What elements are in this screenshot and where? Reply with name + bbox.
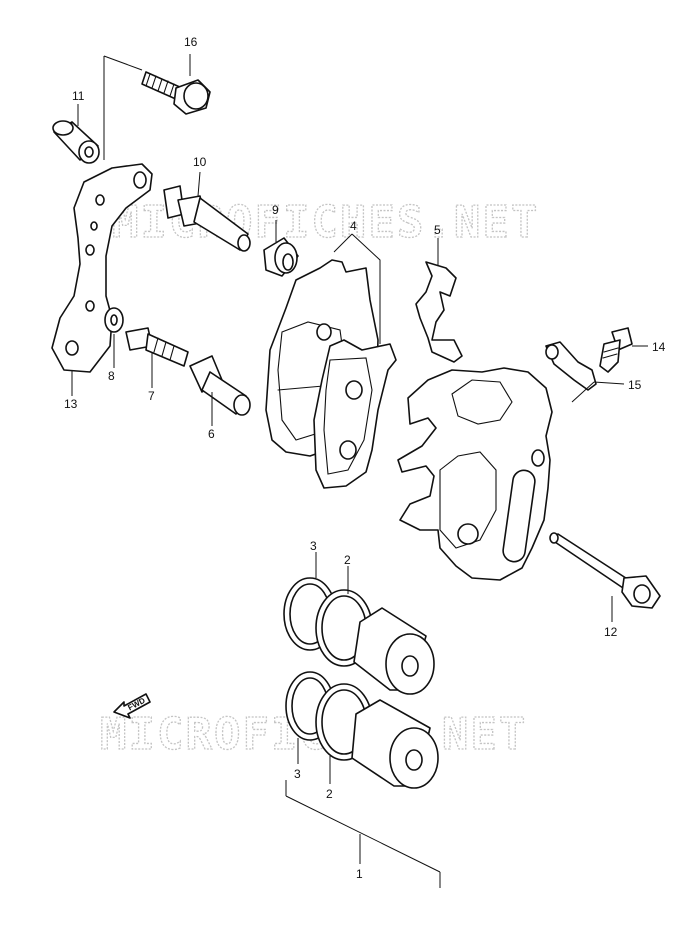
part-5-pad-spring[interactable] — [415, 261, 463, 363]
part-12-pin-bolt[interactable] — [549, 532, 661, 609]
callout-8: 8 — [108, 369, 115, 383]
part-14-bleeder-valve[interactable] — [599, 327, 633, 373]
part-16-bolt[interactable] — [141, 71, 211, 115]
callout-3-upper: 3 — [310, 539, 317, 553]
callout-14: 14 — [652, 340, 666, 354]
callout-2-lower: 2 — [326, 787, 333, 801]
callout-3-lower: 3 — [294, 767, 301, 781]
callout-9: 9 — [272, 203, 279, 217]
callouts: 16 11 10 9 4 5 14 15 8 7 13 6 3 2 12 3 2… — [64, 35, 666, 881]
callout-13: 13 — [64, 397, 78, 411]
callout-15: 15 — [628, 378, 642, 392]
part-13-bracket[interactable] — [51, 163, 153, 373]
part-11-sleeve[interactable] — [52, 120, 100, 164]
callout-6: 6 — [208, 427, 215, 441]
callout-10: 10 — [193, 155, 207, 169]
part-4-brake-pads[interactable] — [265, 259, 397, 489]
callout-11: 11 — [72, 89, 85, 103]
part-6-slide-pin[interactable] — [189, 355, 251, 416]
part-15-bleeder-cap[interactable] — [545, 341, 597, 391]
part-10-slide-pin[interactable] — [163, 185, 251, 252]
part-7-bolt[interactable] — [125, 327, 189, 367]
callout-5: 5 — [434, 223, 441, 237]
callout-12: 12 — [604, 625, 618, 639]
callout-16: 16 — [184, 35, 198, 49]
lower-piston[interactable] — [351, 699, 439, 789]
leader-lines — [71, 54, 648, 888]
upper-piston[interactable] — [353, 607, 435, 695]
caliper-body[interactable] — [397, 367, 553, 581]
callout-4: 4 — [350, 219, 357, 233]
callout-1: 1 — [356, 867, 363, 881]
callout-2-upper: 2 — [344, 553, 351, 567]
part-9-boot[interactable] — [263, 237, 299, 277]
callout-7: 7 — [148, 389, 155, 403]
part-8-washer[interactable] — [104, 307, 124, 333]
